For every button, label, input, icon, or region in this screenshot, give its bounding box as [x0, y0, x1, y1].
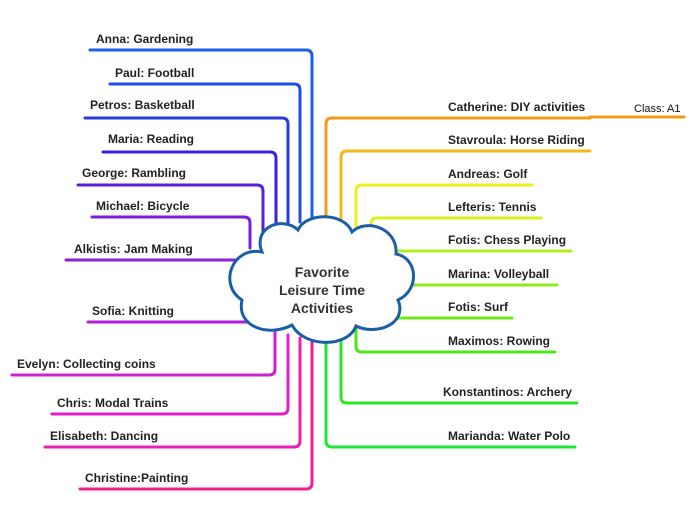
branch-label-left[interactable]: Chris: Modal Trains — [57, 396, 169, 410]
branch-label-left[interactable]: Sofia: Knitting — [92, 304, 174, 318]
branch-line-left — [83, 116, 290, 226]
branch-line-left — [10, 330, 277, 377]
class-note: Class: A1 — [634, 103, 681, 115]
branch-line-left — [108, 82, 302, 224]
branch-label-left[interactable]: Christine:Painting — [85, 471, 189, 485]
branch-line-left — [76, 183, 265, 242]
branch-label-right[interactable]: Marina: Volleyball — [448, 267, 550, 281]
branch-label-left[interactable]: Paul: Football — [115, 66, 195, 80]
central-topic-line: Favorite — [294, 264, 350, 280]
branch-label-left[interactable]: Evelyn: Collecting coins — [17, 357, 156, 371]
branch-line-left — [101, 150, 278, 232]
branch-label-left[interactable]: Alkistis: Jam Making — [74, 242, 193, 256]
branch-label-right[interactable]: Fotis: Surf — [448, 300, 508, 314]
branch-line-left — [90, 215, 252, 250]
branch-label-right[interactable]: Lefteris: Tennis — [448, 200, 537, 214]
branch-label-left[interactable]: Maria: Reading — [108, 132, 195, 146]
branch-line-right — [324, 330, 577, 449]
branch-line-right — [354, 326, 557, 354]
central-topic-line: Activities — [290, 300, 354, 316]
branch-line-left — [43, 336, 302, 449]
branch-line-right — [339, 149, 592, 230]
central-topic[interactable]: Favorite Leisure Time Activities — [242, 263, 402, 317]
branch-label-left[interactable]: George: Rambling — [82, 166, 187, 180]
branch-line-right — [369, 216, 543, 250]
central-cloud[interactable] — [228, 215, 415, 344]
branch-label-right[interactable]: Fotis: Chess Playing — [448, 233, 567, 247]
branch-label-left[interactable]: Anna: Gardening — [96, 32, 194, 46]
branch-label-left[interactable]: Elisabeth: Dancing — [50, 429, 159, 443]
branch-line-right — [324, 116, 592, 224]
branch-line-right — [339, 328, 579, 405]
branch-line-left — [78, 338, 314, 491]
branch-line-left — [88, 48, 314, 224]
branch-label-right[interactable]: Andreas: Golf — [448, 167, 528, 181]
branch-label-right[interactable]: Stavroula: Horse Riding — [448, 133, 585, 147]
branch-label-right[interactable]: Maximos: Rowing — [448, 334, 551, 348]
central-topic-line: Leisure Time — [278, 282, 366, 298]
branch-line-right — [354, 183, 534, 238]
branch-label-left[interactable]: Petros: Basketball — [90, 98, 195, 112]
branch-label-right[interactable]: Catherine: DIY activities — [448, 100, 586, 114]
branch-label-right[interactable]: Marianda: Water Polo — [448, 429, 571, 443]
branch-line-left — [50, 333, 290, 416]
branch-label-left[interactable]: Michael: Bicycle — [96, 199, 190, 213]
branch-label-right[interactable]: Konstantinos: Archery — [443, 385, 572, 399]
